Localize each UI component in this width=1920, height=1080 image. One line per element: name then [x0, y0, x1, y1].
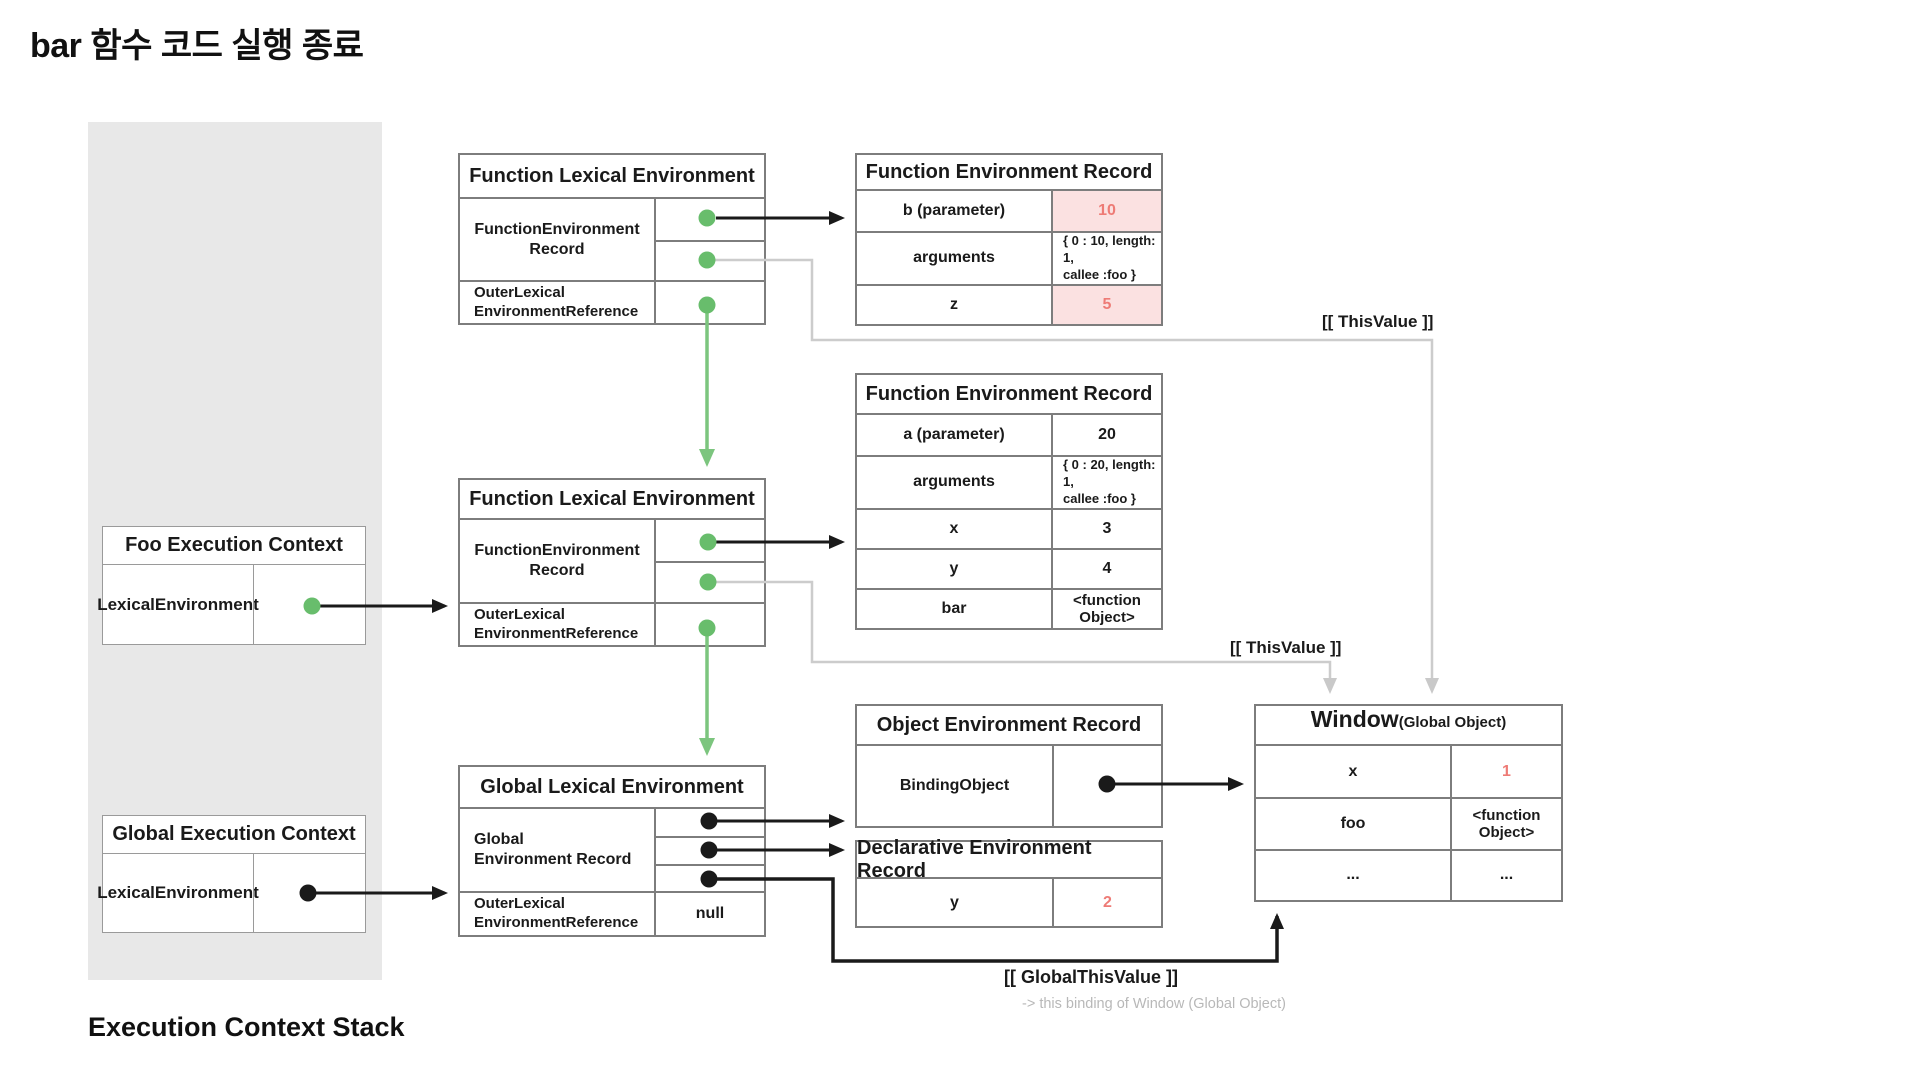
- fle1-record-slot-2: [654, 239, 764, 280]
- foo-lexical-environment-label: LexicalEnvironment: [97, 594, 259, 614]
- global-execution-context-box: Global Execution Context LexicalEnvironm…: [97, 815, 366, 933]
- fer2-row-key: bar: [857, 587, 1051, 628]
- fle1-outer-reference-slot: [654, 280, 764, 323]
- fer1-row-key: arguments: [857, 231, 1051, 284]
- gle-record-slot-3: [654, 863, 764, 891]
- window-row-value: 1: [1450, 746, 1561, 798]
- fer2-row-key: y: [857, 547, 1051, 588]
- oer-binding-object-label: BindingObject: [899, 777, 1010, 794]
- fle2-outer-reference-slot: [654, 602, 764, 645]
- fle1-record-slot-1: [654, 199, 764, 240]
- window-title-row: Window(Global Object): [1256, 706, 1561, 746]
- oer-title: Object Environment Record: [857, 706, 1161, 746]
- fer2-title: Function Environment Record: [857, 375, 1161, 415]
- this-value-label-top: [[ ThisValue ]]: [1322, 312, 1434, 331]
- object-environment-record-table: Object Environment Record BindingObject: [855, 704, 1163, 828]
- window-row-key: ...: [1256, 848, 1450, 900]
- window-title: Window: [1310, 706, 1399, 732]
- fer1-row-value: 10: [1051, 191, 1161, 232]
- der-row-key: y: [950, 893, 959, 911]
- function-lexical-environment-1-title: Function Lexical Environment: [460, 155, 764, 199]
- foo-execution-context-box: Foo Execution Context LexicalEnvironment: [97, 526, 366, 645]
- global-this-value-note: -> this binding of Window (Global Object…: [1022, 996, 1286, 1012]
- window-subtitle: (Global Object): [1398, 714, 1507, 731]
- declarative-environment-record-table: Declarative Environment Record y 2: [855, 837, 1163, 928]
- page-title: bar 함수 코드 실행 종료: [30, 27, 364, 65]
- foo-execution-context-title: Foo Execution Context: [103, 527, 365, 565]
- function-environment-record-2-table: Function Environment Record a (parameter…: [855, 373, 1163, 630]
- global-lexical-environment-pointer-cell: [253, 854, 365, 932]
- fer1-row-value: 5: [1051, 283, 1161, 324]
- fer1-row-key: z: [857, 283, 1051, 324]
- fer1-row-value: { 0 : 10, length: 1,callee :foo }: [1051, 231, 1161, 284]
- execution-context-stack-label: Execution Context Stack: [88, 1012, 405, 1042]
- fer2-row-key: x: [857, 507, 1051, 548]
- fer1-title: Function Environment Record: [857, 155, 1161, 191]
- global-execution-context-title: Global Execution Context: [103, 816, 365, 854]
- function-lexical-environment-1-box: Function Lexical Environment FunctionEnv…: [458, 153, 766, 325]
- fer2-row-value: 4: [1051, 547, 1161, 588]
- fle2-record-slot-1: [654, 520, 764, 561]
- window-row-key: foo: [1256, 797, 1450, 848]
- oer-binding-object-pointer-cell: [1052, 746, 1161, 826]
- der-title: Declarative Environment Record: [857, 837, 1161, 882]
- window-global-object-table: Window(Global Object) x 1 foo <function …: [1254, 704, 1563, 902]
- fer2-row-value: <function Object>: [1051, 587, 1161, 628]
- foo-lexical-environment-pointer-cell: [253, 565, 365, 644]
- gle-record-slot-2: [654, 836, 764, 864]
- gle-outer-reference-value: null: [654, 891, 764, 935]
- function-lexical-environment-2-box: Function Lexical Environment FunctionEnv…: [458, 478, 766, 647]
- fer2-row-value: 20: [1051, 415, 1161, 456]
- window-row-key: x: [1348, 762, 1358, 780]
- function-lexical-environment-2-title: Function Lexical Environment: [460, 480, 764, 520]
- fer2-row-key: arguments: [857, 455, 1051, 508]
- fer2-row-value: { 0 : 20, length: 1,callee :foo }: [1051, 455, 1161, 508]
- this-value-label-mid: [[ ThisValue ]]: [1230, 638, 1342, 657]
- global-lexical-environment-label: LexicalEnvironment: [97, 883, 259, 902]
- global-lexical-environment-title: Global Lexical Environment: [460, 767, 764, 809]
- window-row-value: <function Object>: [1450, 797, 1561, 849]
- fer2-row-key: a (parameter): [903, 426, 1005, 444]
- der-row-value: 2: [1052, 879, 1161, 926]
- window-row-value: ...: [1450, 848, 1561, 900]
- global-this-value-label: [[ GlobalThisValue ]]: [1004, 967, 1179, 987]
- gle-record-slot-1: [654, 809, 764, 837]
- fer1-row-key: b (parameter): [902, 202, 1006, 220]
- fle2-record-slot-2: [654, 561, 764, 602]
- fer2-row-value: 3: [1051, 507, 1161, 548]
- function-environment-record-1-table: Function Environment Record b (parameter…: [855, 153, 1163, 326]
